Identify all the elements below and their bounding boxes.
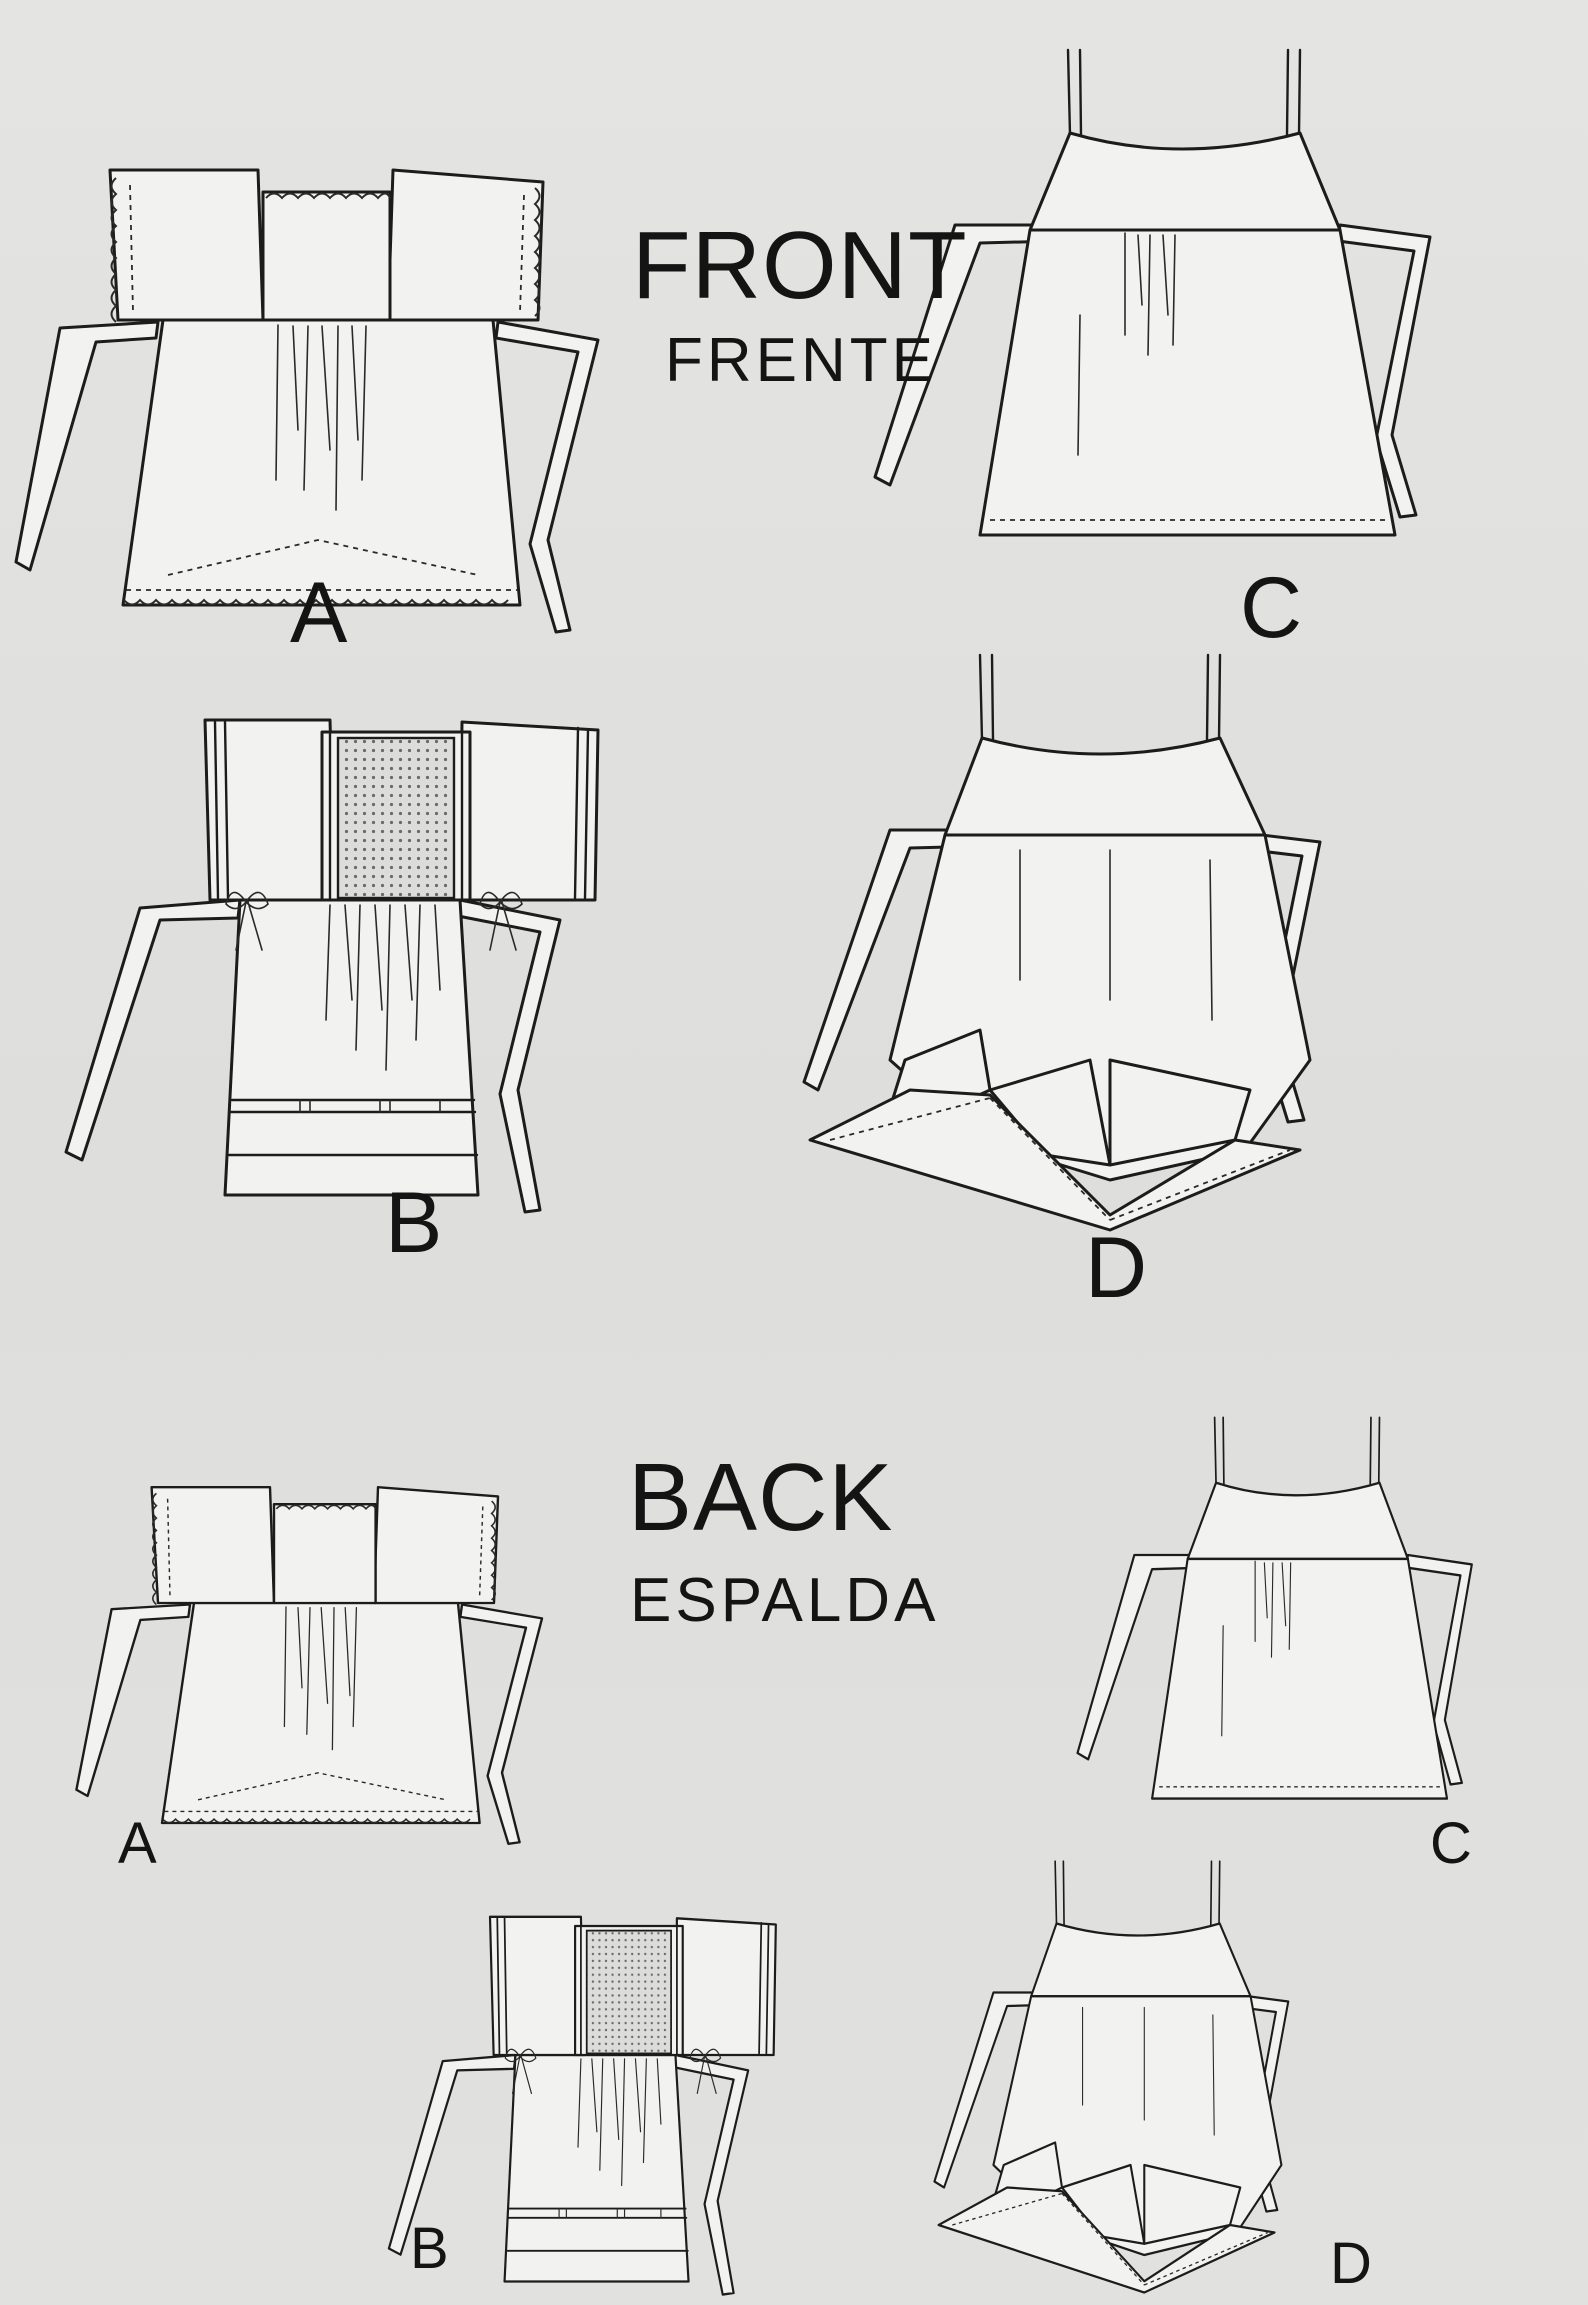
- back-view-a-drawing: [70, 1410, 550, 1850]
- front-view-d-drawing: [710, 620, 1410, 1232]
- back-view-b-drawing: [370, 1840, 850, 2296]
- back-subheading: ESPALDA: [630, 1566, 940, 1635]
- back-view-d-label: D: [1330, 2231, 1372, 2296]
- back-view-c-drawing: [1010, 1390, 1550, 1830]
- front-view-a-label: A: [290, 565, 348, 661]
- front-view-b-drawing: [40, 620, 700, 1214]
- front-view-d-label: D: [1085, 1220, 1148, 1316]
- back-heading: BACK: [628, 1444, 894, 1551]
- back-view-c-label: C: [1430, 1811, 1472, 1876]
- back-view-a-label: A: [118, 1811, 157, 1876]
- front-view-c-label: C: [1240, 560, 1303, 656]
- front-subheading: FRENTE: [665, 326, 937, 395]
- back-view-d-drawing: [870, 1835, 1350, 2294]
- front-view-a-drawing: [8, 70, 608, 640]
- front-view-b-label: B: [385, 1175, 443, 1271]
- front-heading: FRONT: [632, 212, 968, 319]
- back-view-b-label: B: [410, 2216, 449, 2281]
